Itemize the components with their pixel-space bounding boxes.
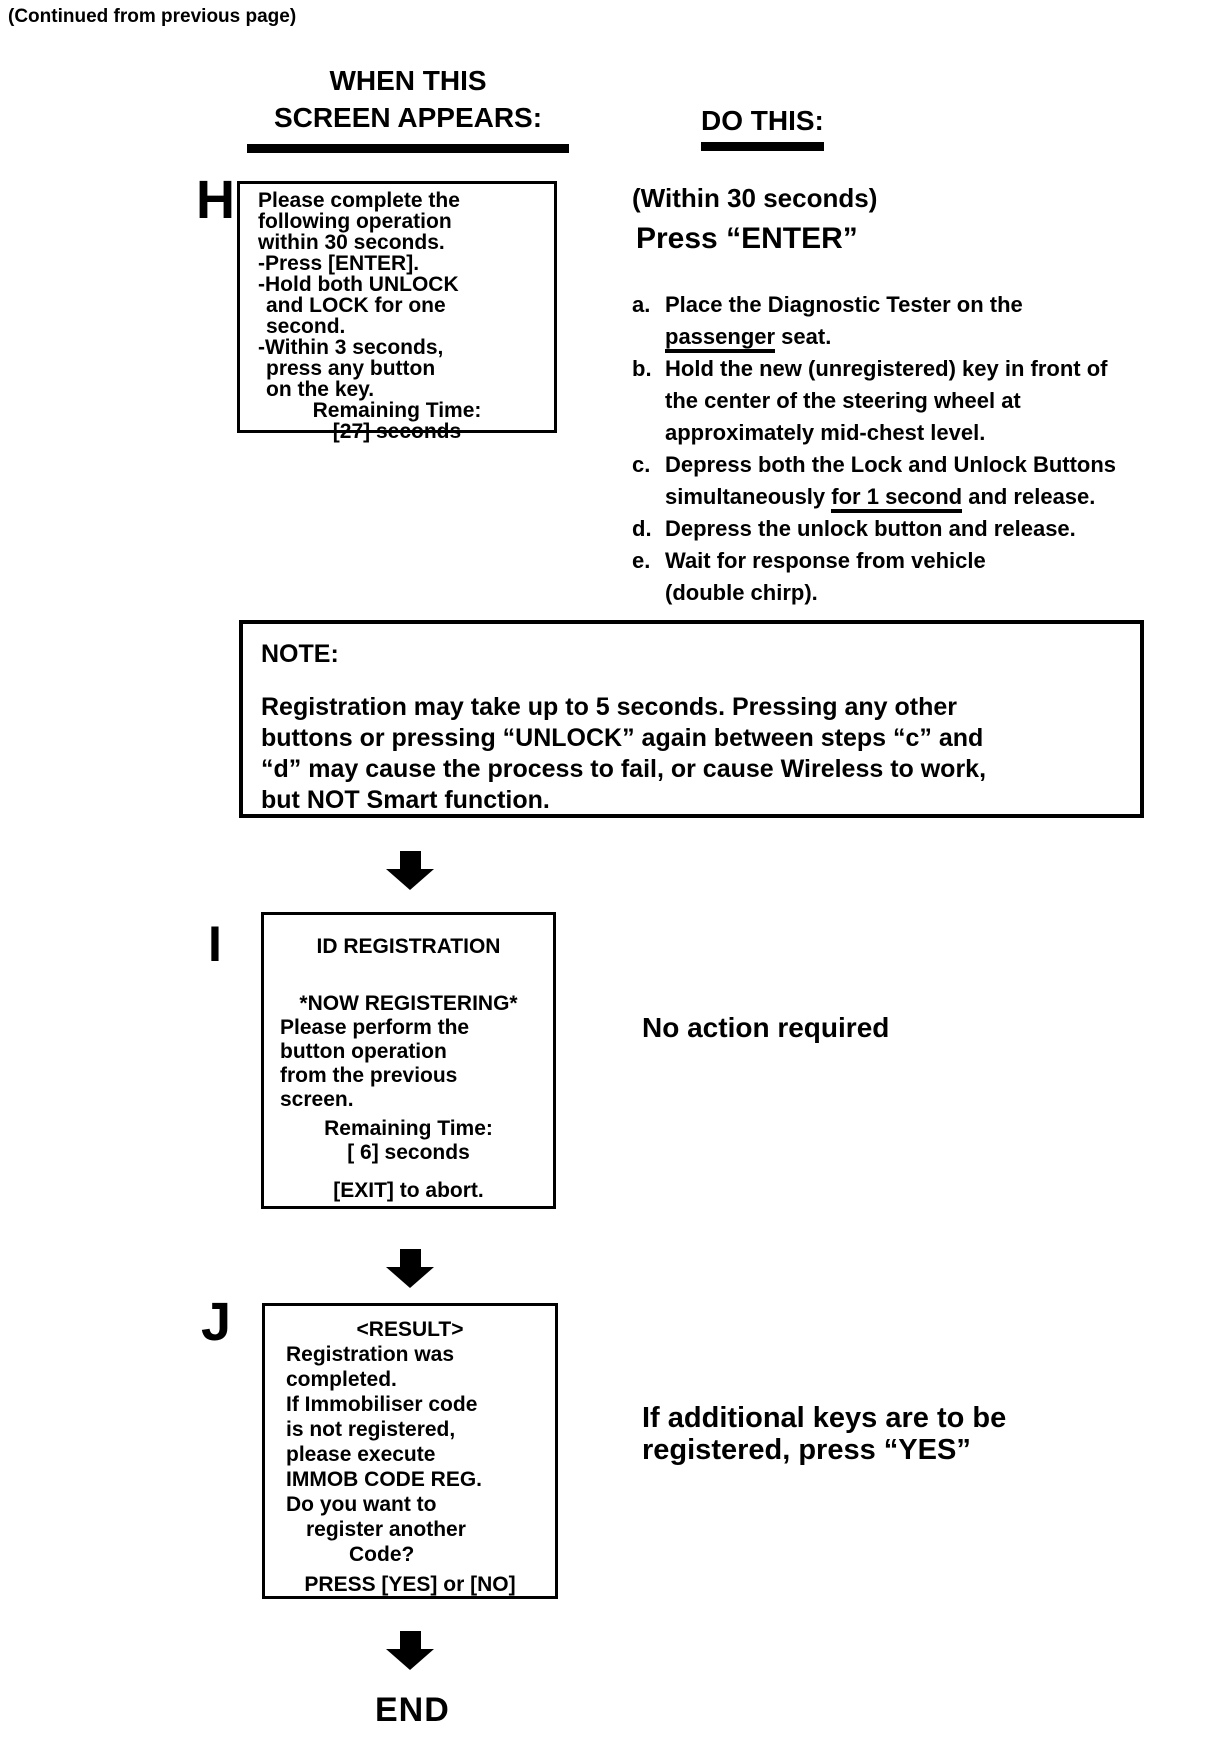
down-arrow-icon (386, 851, 434, 890)
step-text-line: Depress both the Lock and Unlock Buttons (665, 452, 1117, 477)
header-line: SCREEN APPEARS: (273, 102, 543, 133)
screen-text-line: press any button (266, 357, 436, 380)
continued-note: (Continued from previous page) (8, 6, 297, 27)
step-text: Place the Diagnostic Tester on the passe… (665, 289, 1023, 353)
screen-text-line: within 30 seconds. (258, 231, 445, 254)
screen-text-line: Please perform the (280, 1016, 470, 1039)
tester-screen-j: <RESULT> Registration was completed. If … (262, 1303, 558, 1599)
step-text: Depress the unlock button and release. (665, 513, 1076, 545)
flow-step-label-i: I (208, 916, 222, 972)
instruction-step-c: c. Depress both the Lock and Unlock Butt… (632, 449, 1192, 513)
step-text-line: passenger seat. (665, 321, 1023, 353)
instruction-step-a: a. Place the Diagnostic Tester on the pa… (632, 289, 1192, 353)
header-line: WHEN THIS (329, 65, 487, 96)
instruction-step-b: b. Hold the new (unregistered) key in fr… (632, 353, 1192, 449)
additional-keys-instruction: If additional keys are to be registered,… (642, 1402, 1006, 1466)
step-text-line: Place the Diagnostic Tester on the (665, 292, 1023, 317)
step-text-line: Wait for response from vehicle (665, 548, 986, 573)
no-action-required-text: No action required (642, 1012, 890, 1043)
note-body: Registration may take up to 5 seconds. P… (261, 692, 1122, 816)
screen-text-line: second. (266, 315, 346, 338)
step-text-line: simultaneously for 1 second and release. (665, 481, 1116, 513)
screen-text-line: Registration was (286, 1343, 455, 1366)
screen-status: *NOW REGISTERING* (299, 992, 518, 1015)
step-text-line: (double chirp). (665, 580, 818, 605)
step-text-line: the center of the steering wheel at (665, 388, 1021, 413)
flow-step-label-j: J (201, 1292, 232, 1352)
abort-hint: [EXIT] to abort. (333, 1179, 484, 1202)
step-text-line: approximately mid-chest level. (665, 420, 986, 445)
screen-text-line: is not registered, (286, 1418, 456, 1441)
column-header-when-this-screen-appears: WHEN THIS SCREEN APPEARS: (247, 62, 569, 153)
instruction-step-d: d. Depress the unlock button and release… (632, 513, 1192, 545)
step-marker: e. (632, 548, 651, 573)
instruction-line: registered, press “YES” (642, 1434, 971, 1466)
screen-text-line: If Immobiliser code (286, 1393, 478, 1416)
screen-text-line: Please complete the (258, 189, 460, 212)
remaining-time-label: Remaining Time: (324, 1117, 493, 1140)
instruction-line: If additional keys are to be (642, 1402, 1007, 1434)
note-title: NOTE: (261, 640, 339, 668)
within-30-seconds-note: (Within 30 seconds) (632, 183, 878, 213)
instruction-step-list: a. Place the Diagnostic Tester on the pa… (632, 289, 1192, 609)
screen-text-line: completed. (286, 1368, 397, 1391)
note-body-line: buttons or pressing “UNLOCK” again betwe… (261, 724, 984, 752)
step-text: Wait for response from vehicle (double c… (665, 545, 986, 609)
screen-text-line: and LOCK for one (266, 294, 446, 317)
column-header-do-this: DO THIS: (701, 106, 824, 151)
note-body-line: but NOT Smart function. (261, 786, 550, 814)
step-text: Depress both the Lock and Unlock Buttons… (665, 449, 1116, 513)
remaining-time-value: [27] seconds (332, 420, 462, 443)
press-enter-instruction: Press “ENTER” (636, 222, 858, 255)
note-body-line: Registration may take up to 5 seconds. P… (261, 693, 958, 721)
screen-text-line: on the key. (266, 378, 375, 401)
note-body-line: “d” may cause the process to fail, or ca… (261, 755, 987, 783)
end-label: END (375, 1691, 450, 1729)
screen-text-line: following operation (258, 210, 452, 233)
step-marker: c. (632, 452, 651, 477)
down-arrow-icon (386, 1631, 434, 1670)
screen-text-line: -Within 3 seconds, (258, 336, 444, 359)
screen-title: ID REGISTRATION (316, 935, 501, 958)
step-text: Hold the new (unregistered) key in front… (665, 353, 1107, 449)
note-box: NOTE: Registration may take up to 5 seco… (239, 620, 1144, 818)
press-yes-no-prompt: PRESS [YES] or [NO] (304, 1573, 516, 1596)
screen-text-line: -Hold both UNLOCK (258, 273, 459, 296)
screen-text-line: from the previous (280, 1064, 458, 1087)
instruction-step-e: e. Wait for response from vehicle (doubl… (632, 545, 1192, 609)
tester-screen-h: Please complete the following operation … (237, 181, 557, 442)
screen-text-line: IMMOB CODE REG. (286, 1468, 483, 1491)
step-text-line: Hold the new (unregistered) key in front… (665, 356, 1108, 381)
step-text-line: Depress the unlock button and release. (665, 516, 1076, 541)
screen-text-line: Do you want to (286, 1493, 437, 1516)
screen-text-line: please execute (286, 1443, 436, 1466)
remaining-time-label: Remaining Time: (312, 399, 482, 422)
down-arrow-icon (386, 1249, 434, 1288)
screen-text-line: register another (306, 1518, 466, 1541)
step-marker: a. (632, 292, 651, 317)
screen-title: <RESULT> (356, 1318, 464, 1341)
screen-text-line: button operation (280, 1040, 447, 1063)
tester-screen-i: ID REGISTRATION *NOW REGISTERING* Please… (261, 912, 556, 1209)
step-marker: d. (632, 516, 652, 541)
screen-text-line: Code? (349, 1543, 415, 1566)
remaining-time-value: [ 6] seconds (347, 1141, 470, 1164)
flow-step-label-h: H (196, 170, 235, 230)
screen-text-line: screen. (280, 1088, 354, 1111)
screen-text-line: -Press [ENTER]. (258, 252, 420, 275)
step-marker: b. (632, 356, 652, 381)
